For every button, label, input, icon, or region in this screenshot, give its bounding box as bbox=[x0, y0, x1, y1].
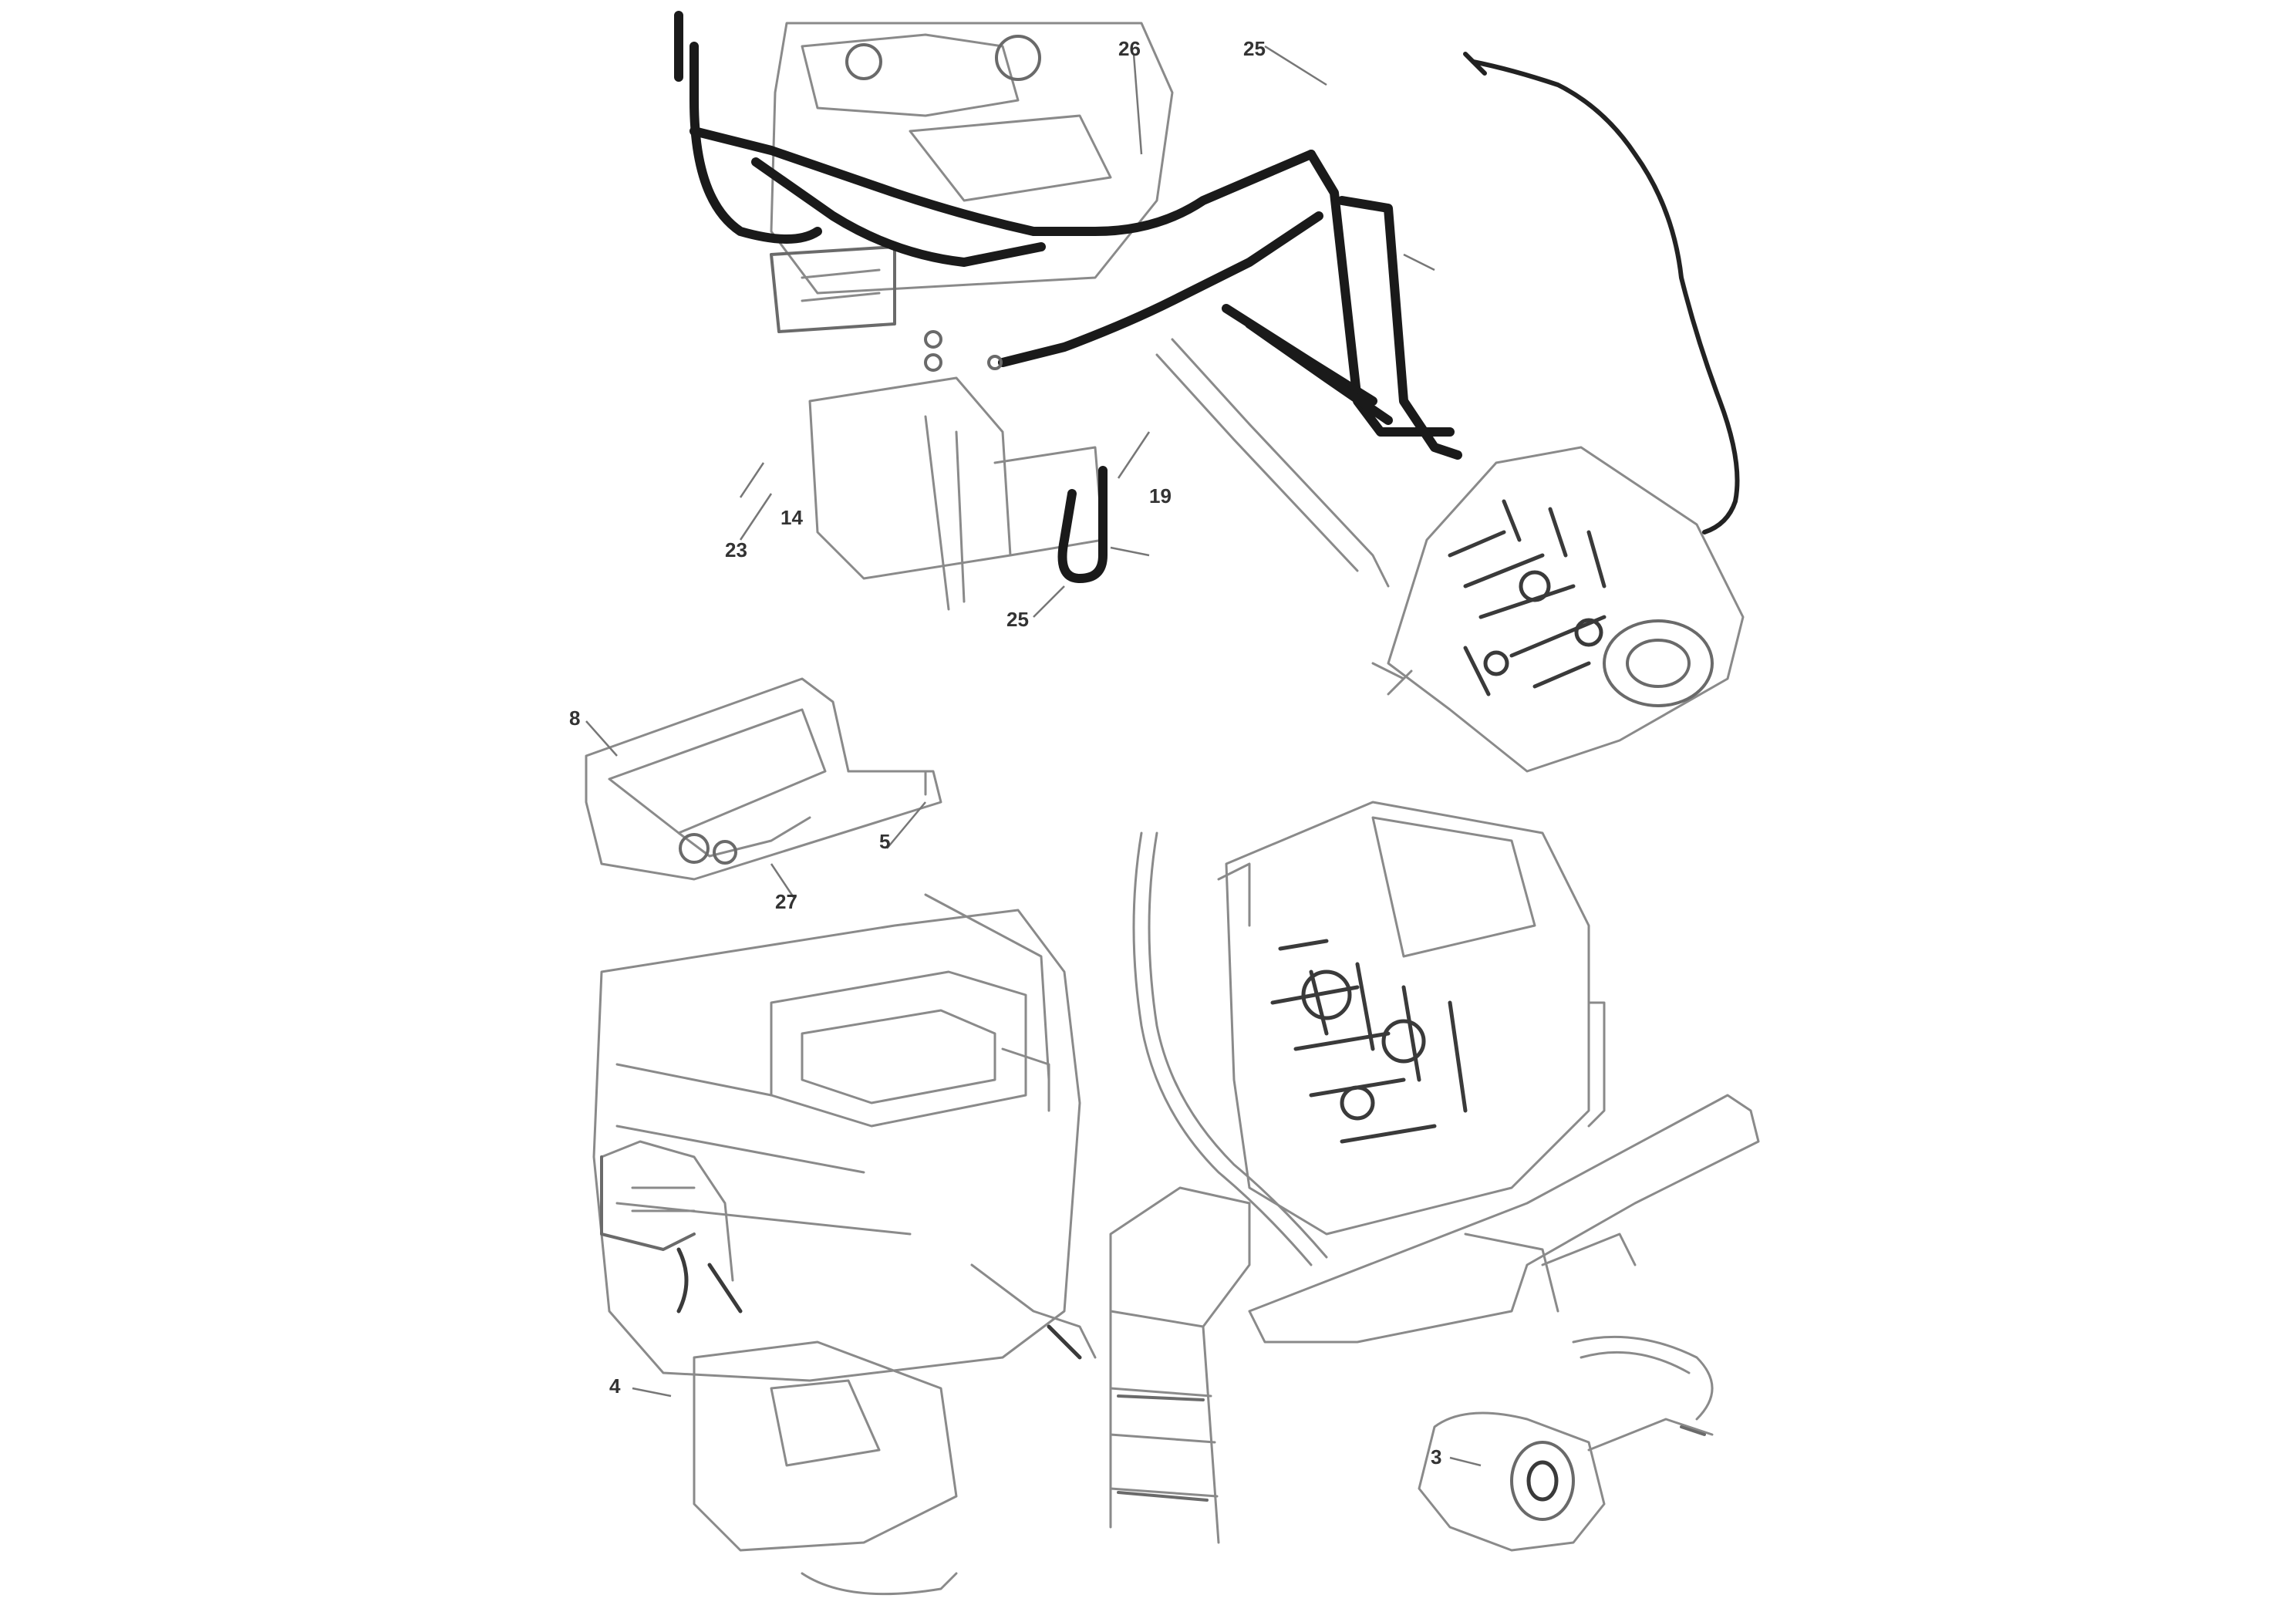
callout-label: 14 bbox=[781, 506, 803, 529]
callout-label: 23 bbox=[725, 538, 747, 561]
engine-block bbox=[1217, 801, 1606, 1236]
alternator-cable bbox=[1463, 52, 1740, 534]
upper-hose-assembly bbox=[674, 11, 1462, 611]
angled-bracket bbox=[1248, 1094, 1760, 1344]
main-chassis bbox=[592, 893, 1097, 1596]
tray-frame bbox=[585, 677, 942, 881]
callout-label: 3 bbox=[1431, 1445, 1441, 1469]
callout-label: 25 bbox=[1243, 37, 1266, 60]
callout-label: 5 bbox=[879, 830, 890, 853]
ladder-and-pipe bbox=[1109, 831, 1328, 1544]
starter-motor bbox=[1418, 1335, 1714, 1552]
leader-lines bbox=[585, 45, 1482, 1467]
callout-label: 4 bbox=[609, 1374, 621, 1398]
callout-label: 19 bbox=[1149, 484, 1172, 508]
callout-label: 8 bbox=[569, 706, 580, 730]
callout-label: 27 bbox=[775, 890, 797, 913]
callout-labels: 26 25 14 23 19 25 8 5 27 4 3 bbox=[569, 37, 1441, 1469]
callout-label: 25 bbox=[1006, 608, 1029, 631]
alternator-unit bbox=[1371, 446, 1745, 773]
callout-label: 26 bbox=[1118, 37, 1141, 60]
